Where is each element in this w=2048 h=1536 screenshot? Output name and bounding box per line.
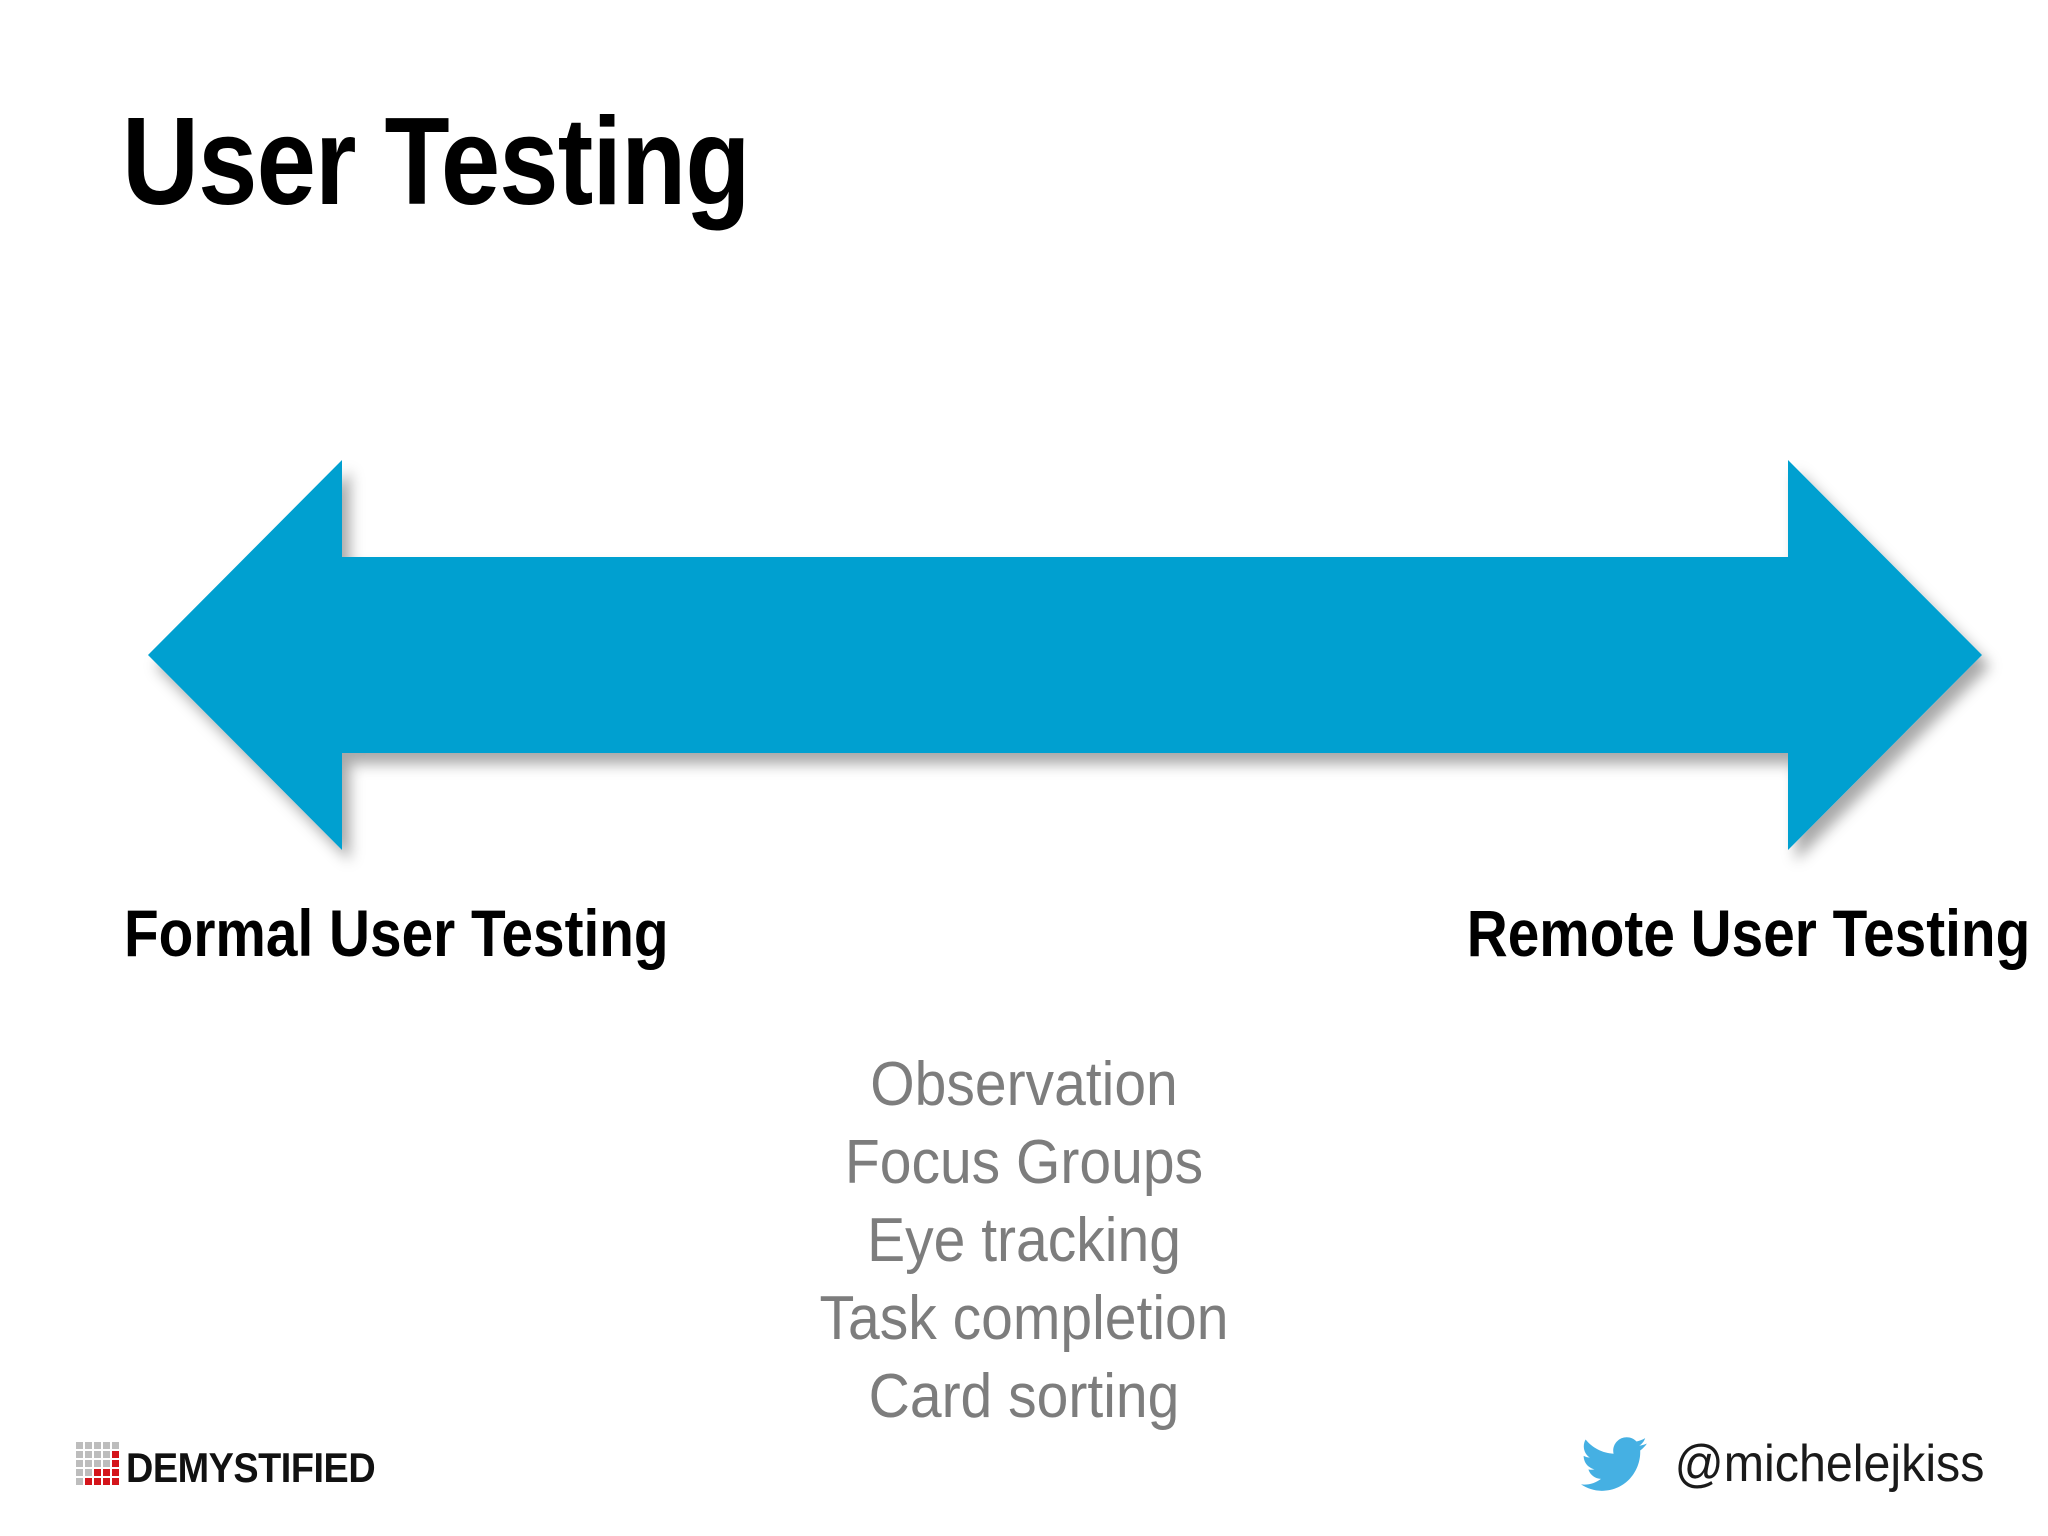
page-title: User Testing: [122, 93, 751, 231]
spectrum-left-label: Formal User Testing: [124, 896, 669, 970]
spectrum-arrow: [130, 440, 2000, 870]
methods-list: Observation Focus Groups Eye tracking Ta…: [0, 1046, 2048, 1436]
demystified-logo-text: DEMYSTIFIED: [126, 1444, 376, 1492]
list-item: Eye tracking: [867, 1206, 1181, 1275]
twitter-bird-icon: [1580, 1437, 1647, 1491]
list-item: Card sorting: [868, 1362, 1180, 1431]
twitter-handle-text: @michelejkiss: [1674, 1435, 1985, 1493]
bar-grid-logo-icon: [76, 1442, 119, 1485]
double-headed-horizontal-arrow-icon: [148, 460, 1982, 850]
list-item: Focus Groups: [844, 1128, 1204, 1197]
spectrum-right-label: Remote User Testing: [1466, 896, 2030, 970]
twitter-handle-block[interactable]: @michelejkiss: [1580, 1435, 1996, 1493]
list-item: Task completion: [819, 1284, 1229, 1353]
demystified-logo: DEMYSTIFIED: [76, 1442, 403, 1492]
list-item: Observation: [870, 1050, 1178, 1119]
arrow-shape: [148, 460, 1982, 850]
